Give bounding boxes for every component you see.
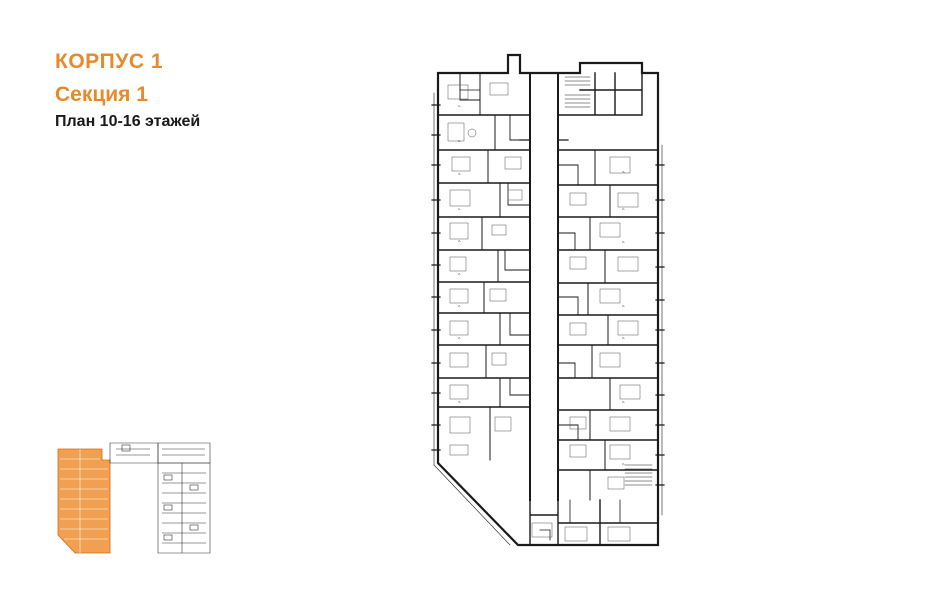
apartment-label: 2- bbox=[458, 272, 461, 276]
apartment-label: 3- bbox=[622, 170, 625, 174]
section-title: Секция 1 bbox=[55, 83, 148, 106]
apartment-label: 3- bbox=[458, 400, 461, 404]
key-plan bbox=[57, 442, 211, 554]
apartment-label: 3- bbox=[458, 172, 461, 176]
apartment-label: 2- bbox=[458, 239, 461, 243]
apartment-label: 2- bbox=[622, 240, 625, 244]
apartment-label: 2- bbox=[458, 336, 461, 340]
apartment-label: 2- bbox=[622, 400, 625, 404]
key-plan-section-dividers bbox=[60, 449, 108, 553]
apartment-label: 2- bbox=[622, 304, 625, 308]
apartment-label: 1- bbox=[458, 104, 461, 108]
key-plan-other-sections bbox=[109, 442, 211, 554]
building-title: КОРПУС 1 bbox=[55, 50, 163, 73]
apartment-label: 2- bbox=[622, 207, 625, 211]
floor-plan-subtitle: План 10-16 этажей bbox=[55, 113, 201, 130]
apartment-label: 2- bbox=[622, 336, 625, 340]
apartment-label: 2- bbox=[458, 139, 461, 143]
floor-plan: 1- 2- 3- 1- 2- 2- 2- 2- 3- 3- 2- 2- 2- 2- 2- 2- bbox=[431, 53, 665, 547]
apartment-label: 2- bbox=[622, 462, 625, 466]
apartment-label: 1- bbox=[458, 207, 461, 211]
key-plan-highlighted-section bbox=[57, 448, 111, 554]
apartment-label: 2- bbox=[458, 304, 461, 308]
